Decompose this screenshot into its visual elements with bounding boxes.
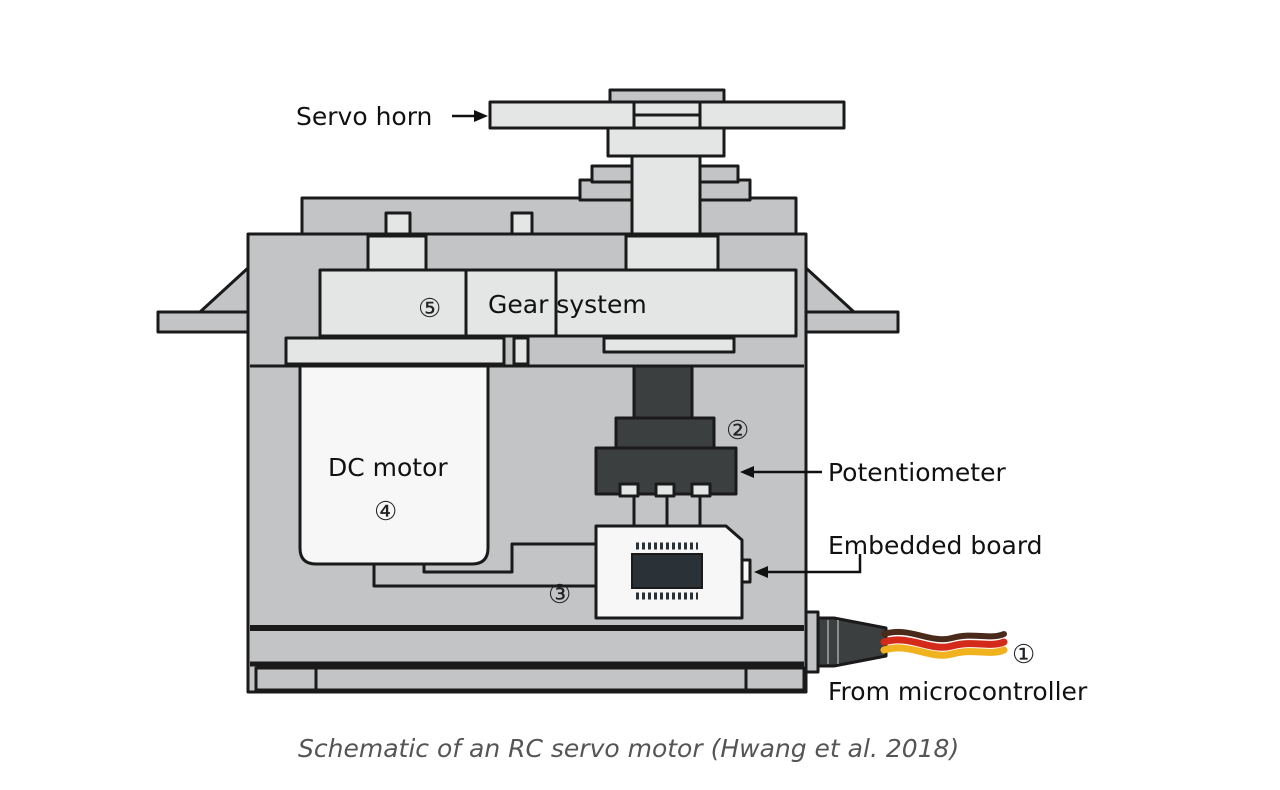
gear-system (318, 268, 798, 338)
figure-caption: Schematic of an RC servo motor (Hwang et… (298, 734, 959, 763)
marker-4: ④ (374, 497, 397, 527)
embedded-board-label: Embedded board (828, 531, 1043, 560)
potentiometer-label: Potentiometer (828, 458, 1006, 487)
marker-5: ⑤ (418, 294, 441, 324)
servo-horn-label: Servo horn (296, 102, 432, 131)
dc-motor (298, 364, 490, 566)
right-mounting-ear (804, 266, 900, 334)
output-shaft (630, 152, 702, 236)
cable-connector (804, 610, 820, 674)
dc-motor-label: DC motor (328, 453, 448, 482)
marker-3: ③ (548, 580, 571, 610)
top-lid (300, 196, 798, 236)
from-microcontroller-label: From microcontroller (828, 677, 1088, 706)
potentiometer-shaft (632, 364, 694, 420)
microchip (631, 542, 703, 600)
marker-1: ① (1012, 640, 1035, 670)
gear-system-label: Gear system (488, 290, 647, 319)
signal-cable (880, 628, 1008, 659)
marker-2: ② (726, 416, 749, 446)
left-mounting-ear (156, 266, 252, 334)
